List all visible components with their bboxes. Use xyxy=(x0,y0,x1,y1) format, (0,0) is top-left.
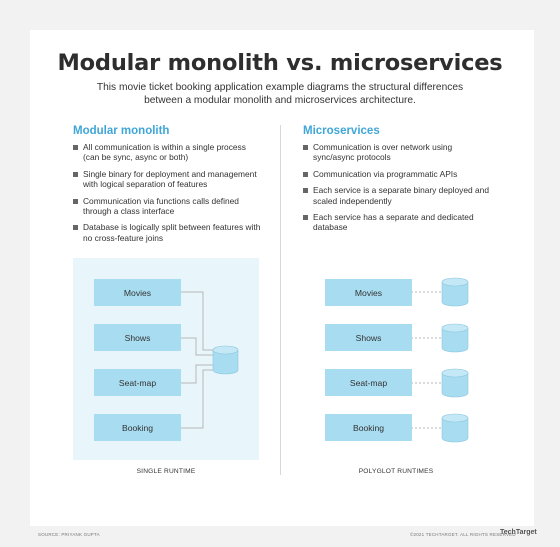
bullet-square-icon xyxy=(73,225,78,231)
column-divider xyxy=(280,125,281,475)
monolith-service-shows: Shows xyxy=(94,324,181,351)
single-runtime-label: SINGLE RUNTIME xyxy=(136,468,196,475)
monolith-connectors xyxy=(181,291,213,429)
source-credit: SOURCE: PRIYANK GUPTA xyxy=(38,532,100,537)
monolith-bullet-list: All communication is within a single pro… xyxy=(73,142,263,249)
microservices-bullet-list: Communication is over network using sync… xyxy=(303,142,493,239)
microservice-booking: Booking xyxy=(325,414,412,441)
bullet-square-icon xyxy=(303,171,308,177)
monolith-bullet: Single binary for deployment and managem… xyxy=(73,169,263,190)
microservices-bullet: Each service is a separate binary deploy… xyxy=(303,185,493,206)
microservices-connectors xyxy=(411,291,442,429)
techtarget-logo: TechTarget xyxy=(500,529,537,536)
page-subtitle: This movie ticket booking application ex… xyxy=(96,82,464,106)
connector-seat-map xyxy=(181,364,213,384)
connector-movies xyxy=(181,291,213,351)
shows-database-icon xyxy=(441,323,469,353)
microservices-heading: Microservices xyxy=(303,125,380,137)
monolith-service-movies: Movies xyxy=(94,279,181,306)
bullet-square-icon xyxy=(73,145,78,150)
seat-map-database-icon xyxy=(441,368,469,398)
copyright-notice: ©2021 TECHTARGET. ALL RIGHTS RESERVED xyxy=(410,532,516,537)
shared-database-icon xyxy=(212,345,239,375)
monolith-bullet: Communication via functions calls define… xyxy=(73,196,263,217)
microservice-seat-map: Seat-map xyxy=(325,369,412,396)
microservices-bullet: Communication via programmatic APIs xyxy=(303,169,493,179)
bullet-square-icon xyxy=(303,145,308,150)
monolith-heading: Modular monolith xyxy=(73,125,170,137)
monolith-bullet: All communication is within a single pro… xyxy=(73,142,263,163)
bullet-square-icon xyxy=(73,171,78,177)
monolith-bullet: Database is logically split between feat… xyxy=(73,222,263,243)
microservice-shows: Shows xyxy=(325,324,412,351)
connector-booking xyxy=(181,369,213,429)
monolith-service-seat-map: Seat-map xyxy=(94,369,181,396)
booking-database-icon xyxy=(441,413,469,443)
microservices-bullet: Each service has a separate and dedicate… xyxy=(303,212,493,233)
movies-database-icon xyxy=(441,277,469,307)
monolith-service-booking: Booking xyxy=(94,414,181,441)
bullet-square-icon xyxy=(303,215,308,221)
connector-shows xyxy=(181,337,213,356)
page-title: Modular monolith vs. microservices xyxy=(57,50,503,76)
bullet-square-icon xyxy=(73,198,78,204)
bullet-square-icon xyxy=(303,188,308,194)
microservice-movies: Movies xyxy=(325,279,412,306)
polyglot-runtimes-label: POLYGLOT RUNTIMES xyxy=(358,468,434,475)
microservices-bullet: Communication is over network using sync… xyxy=(303,142,493,163)
